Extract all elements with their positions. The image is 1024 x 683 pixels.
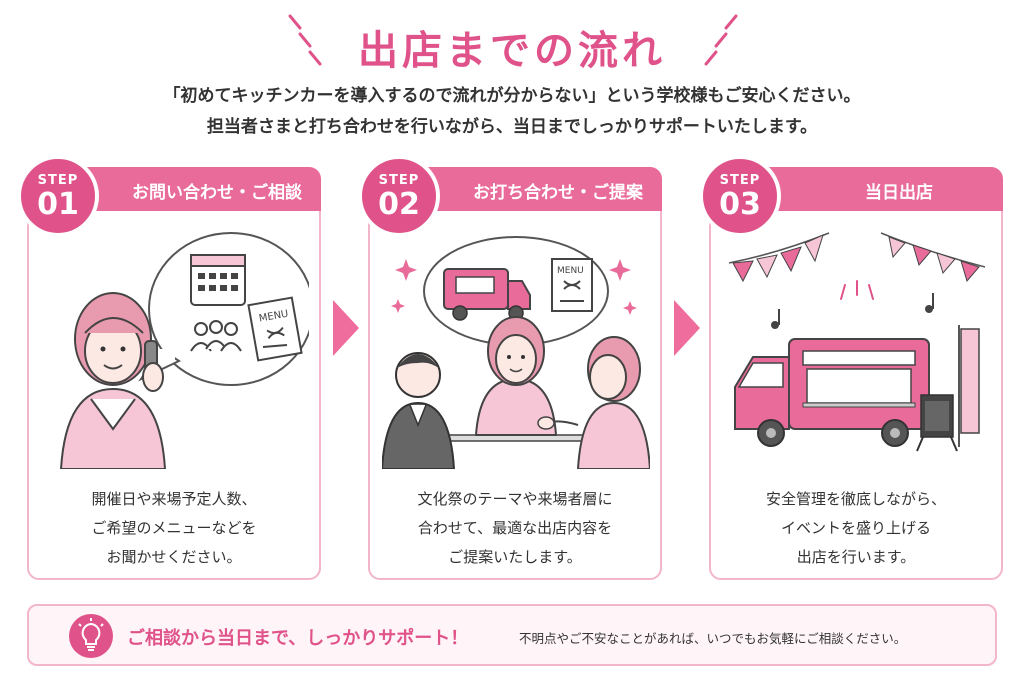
woman-on-phone-icon [59, 292, 167, 469]
meeting-illustration: MENU [382, 236, 650, 469]
food-truck-icon [734, 338, 930, 447]
step-number: 03 [719, 187, 761, 222]
title-area: 出店までの流れ [0, 10, 1024, 74]
menu-sheet-icon: MENU [551, 258, 593, 312]
music-note-icon [771, 293, 934, 329]
woman-staff-icon [474, 316, 558, 436]
title-right-deco-icon [704, 14, 738, 66]
step-title: お問い合わせ・ご相談 [132, 183, 302, 203]
step-card-02: お打ち合わせ・ご提案 STEP 02 MENU [358, 155, 662, 580]
step-badge: STEP 01 [17, 155, 99, 237]
bunting-icon [728, 232, 986, 283]
calendar-icon [190, 254, 246, 306]
lightbulb-icon [69, 614, 113, 658]
svg-text:MENU: MENU [258, 309, 289, 325]
sparkle-icon [391, 259, 637, 315]
svg-text:MENU: MENU [557, 266, 584, 276]
support-note: 不明点やご不安なことがあれば、いつでもお気軽にご相談ください。 [519, 631, 907, 646]
step-title: お打ち合わせ・ご提案 [473, 183, 643, 203]
step-number: 01 [37, 187, 79, 222]
arrow-right-icon [333, 300, 359, 356]
step-description: 開催日や来場予定人数、 ご希望のメニューなどを お聞かせください。 [91, 490, 257, 566]
page-title: 出店までの流れ [358, 28, 666, 74]
support-headline: ご相談から当日まで、しっかりサポート！ [127, 628, 469, 649]
people-icon [190, 320, 242, 352]
menu-board-icon [916, 394, 958, 452]
step-description: 安全管理を徹底しながら、 イベントを盛り上げる 出店を行います。 [765, 490, 946, 566]
title-left-deco-icon [288, 14, 322, 66]
woman-customer-icon [537, 336, 650, 469]
flag-banner-icon [958, 325, 980, 447]
step-card-03: 当日出店 STEP 03 [699, 155, 1003, 580]
support-banner: ご相談から当日まで、しっかりサポート！ 不明点やご不安なことがあれば、いつでもお… [27, 604, 997, 666]
man-person-icon [382, 352, 456, 469]
step-description: 文化祭のテーマや来場者層に 合わせて、最適な出店内容を ご提案いたします。 [417, 490, 613, 566]
arrow-right-icon [674, 300, 700, 356]
step-label: STEP [719, 173, 761, 188]
phone-consultation-illustration: MENU [59, 232, 309, 469]
step-number: 02 [378, 187, 420, 222]
step-label: STEP [378, 173, 420, 188]
step-title: 当日出店 [865, 183, 933, 203]
intro-line-1: 「初めてキッチンカーを導入するので流れが分からない」という学校様もご安心ください… [163, 86, 861, 106]
step-label: STEP [37, 173, 79, 188]
step-badge: STEP 03 [699, 155, 781, 237]
intro-line-2: 担当者さまと打ち合わせを行いながら、当日までしっかりサポートいたします。 [206, 117, 818, 137]
menu-sheet-icon: MENU [247, 296, 303, 362]
food-truck-event-illustration [728, 232, 986, 452]
step-card-01: お問い合わせ・ご相談 STEP 01 MENU [17, 155, 321, 580]
step-badge: STEP 02 [358, 155, 440, 237]
